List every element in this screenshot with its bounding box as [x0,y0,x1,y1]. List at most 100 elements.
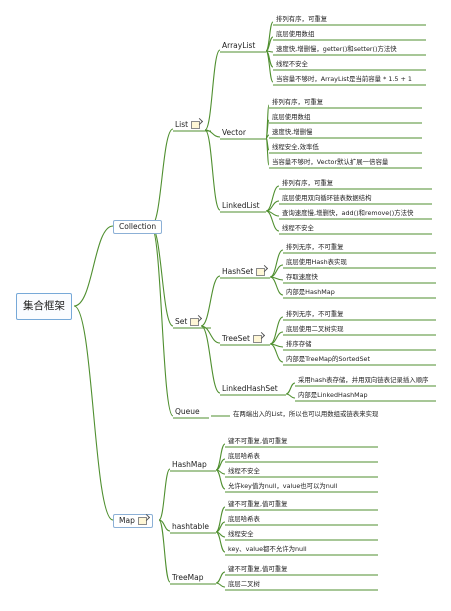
edge-linkedlist-node-leaf-3 [265,210,280,232]
linkedlist-node-leaf: 底层使用双向循环链表数据结构 [282,195,371,201]
queue-node-label: Queue [175,407,200,416]
hashtable-node-leaf: 底层哈希表 [228,516,260,522]
note-icon [191,121,201,129]
linkedhashset-node-label: LinkedHashSet [222,384,278,393]
collection-node-label: Collection [119,222,157,231]
edge-treemap-node-leaf-1 [215,582,226,588]
treeset-node-leaf-label: 排序存储 [286,340,312,348]
note-icon [256,268,266,276]
hashtable-node-leaf-label: key、value都不允许为null [228,545,307,553]
vector-node-leaf: 排列有序，可重复 [272,99,323,105]
linkedhashset-leaf-label: 内部是LinkedHashMap [298,391,368,399]
vector-node-leaf-label: 排列有序，可重复 [272,98,324,106]
linkedlist-node-leaf-label: 查询速度慢,增删快，add()和remove()方法快 [282,209,414,217]
hashset-node-leaf: 排列无序，不可重复 [286,244,344,250]
edge-treeset-node-leaf-0 [269,316,284,345]
hashmap-node-leaf-label: 键不可重复,值可重复 [228,437,288,445]
vector-node-leaf-label: 速度快,增删慢 [272,128,313,136]
edge-treemap-node-leaf-0 [215,571,226,584]
vector-node-leaf-label: 当容量不够时，Vector默认扩展一倍容量 [272,158,389,166]
queue-node: Queue [175,408,200,416]
edge-root-map [73,305,114,521]
linkedhashset-leaf-label: 采用hash表存储，并用双向链表记录插入顺序 [298,376,429,384]
queue-leaf-label: 在两端出入的List，所以也可以用数组或链表来实现 [233,410,379,418]
vector-node-leaf: 线程安全,效率低 [272,144,319,150]
vector-node-leaf: 速度快,增删慢 [272,129,312,135]
arraylist-node-leaf-label: 线程不安全 [276,60,308,68]
vector-node: Vector [222,129,246,137]
hashset-node-leaf-label: 存取速度快 [286,273,318,281]
edge-linkedhashset-node [200,325,221,394]
hashmap-node-leaf: 键不可重复,值可重复 [228,438,288,444]
hashset-node-leaf-label: 底层使用Hash表实现 [286,258,347,266]
treeset-node-label: TreeSet [222,334,250,343]
hashmap-node: HashMap [172,461,207,469]
edge-linkedhashset-leaf-1 [285,393,296,399]
treeset-node-leaf-label: 内部是TreeMap的SortedSet [286,355,370,363]
arraylist-node-label: ArrayList [222,41,256,50]
edge-hashset-node-leaf-0 [269,249,284,278]
note-icon [252,335,262,343]
edge-hashtable-node-leaf-3 [215,531,226,553]
root-node-label: 集合框架 [23,300,65,312]
vector-node-label: Vector [222,128,246,137]
hashset-node-leaf: 内部是HashMap [286,289,335,295]
map-node-label: Map [119,516,135,525]
linkedlist-node: LinkedList [222,202,260,210]
vector-node-leaf-label: 线程安全,效率低 [272,143,319,151]
hashset-node-leaf: 底层使用Hash表实现 [286,259,347,265]
arraylist-node-leaf-label: 速度快,增删慢，getter()和setter()方法快 [276,45,397,53]
linkedhashset-leaf: 采用hash表存储，并用双向链表记录插入顺序 [298,377,428,383]
arraylist-node-leaf: 排列有序，可重复 [276,16,327,22]
treemap-node-leaf: 键不可重复,值可重复 [228,566,288,572]
hashmap-node-leaf-label: 线程不安全 [228,467,260,475]
arraylist-node-leaf: 速度快,增删慢，getter()和setter()方法快 [276,46,397,52]
list-node: List [175,121,201,129]
hashset-node-leaf: 存取速度快 [286,274,318,280]
queue-leaf: 在两端出入的List，所以也可以用数组或链表来实现 [233,411,378,417]
hashtable-node-leaf-label: 键不可重复,值可重复 [228,500,288,508]
hashtable-node-leaf: key、value都不允许为null [228,546,307,552]
edge-linkedhashset-leaf-0 [285,382,296,395]
hashtable-node-leaf-label: 线程安全 [228,530,254,538]
hashmap-node-leaf: 线程不安全 [228,468,260,474]
arraylist-node: ArrayList [222,42,255,50]
linkedlist-node-leaf: 线程不安全 [282,225,314,231]
hashmap-node-leaf-label: 底层哈希表 [228,452,260,460]
treeset-node-leaf: 排序存储 [286,341,312,347]
arraylist-node-leaf: 底层使用数组 [276,31,314,37]
linkedlist-node-label: LinkedList [222,201,260,210]
edge-treemap-node [158,519,171,583]
vector-node-leaf-label: 底层使用数组 [272,113,311,121]
hashset-node-leaf-label: 排列无序，不可重复 [286,243,344,251]
edge-set-node [150,225,174,327]
treemap-node-leaf: 底层二叉树 [228,581,260,587]
edge-arraylist-node [204,49,221,131]
treemap-node: TreeMap [172,574,203,582]
linkedlist-node-leaf-label: 排列有序，可重复 [282,179,334,187]
hashset-node: HashSet [222,268,266,276]
arraylist-node-leaf: 线程不安全 [276,61,308,67]
edge-hashset-node [200,275,221,327]
treemap-node-leaf-label: 底层二叉树 [228,580,260,588]
treeset-node-leaf-label: 排列无序，不可重复 [286,310,344,318]
edge-arraylist-node-leaf-4 [265,50,274,83]
hashtable-node-leaf: 键不可重复,值可重复 [228,501,288,507]
arraylist-node-leaf-label: 当容量不够时，ArrayList是当前容量 * 1.5 + 1 [276,75,412,83]
linkedlist-node-leaf-label: 底层使用双向循环链表数据结构 [282,194,372,202]
hashmap-node-leaf: 底层哈希表 [228,453,260,459]
hashmap-node-leaf-label: 允许key值为null，value也可以为null [228,482,338,490]
edge-arraylist-node-leaf-0 [265,21,274,52]
set-node: Set [175,318,200,326]
hashset-node-leaf-label: 内部是HashMap [286,288,335,296]
treeset-node-leaf: 内部是TreeMap的SortedSet [286,356,370,362]
treeset-node-leaf: 排列无序，不可重复 [286,311,344,317]
linkedlist-node-leaf: 查询速度慢,增删快，add()和remove()方法快 [282,210,413,216]
edge-hashmap-node-leaf-0 [215,443,226,471]
linkedlist-node-leaf-label: 线程不安全 [282,224,314,232]
hashtable-node-leaf: 线程安全 [228,531,254,537]
vector-node-leaf: 底层使用数组 [272,114,310,120]
edge-hashmap-node-leaf-3 [215,469,226,490]
